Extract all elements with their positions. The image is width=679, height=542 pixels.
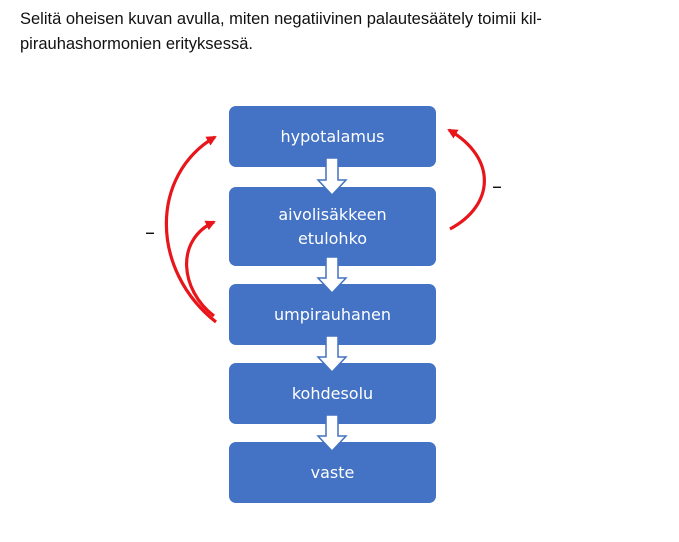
question-line-1: Selitä oheisen kuvan avulla, miten negat… <box>20 10 542 28</box>
flow-arrow-4 <box>316 414 348 453</box>
feedback-arrow-inner-left <box>185 220 216 318</box>
minus-sign-right: – <box>492 174 502 198</box>
question-text: Selitä oheisen kuvan avulla, miten negat… <box>20 7 670 57</box>
box-aivolisakkeen-label-1: aivolisäkkeen <box>278 204 387 224</box>
box-hypotalamus: hypotalamus <box>229 106 436 167</box>
box-vaste-label: vaste <box>310 462 355 482</box>
box-aivolisakkeen-label-2: etulohko <box>297 228 368 248</box>
flow-arrow-3 <box>316 335 348 374</box>
feedback-arrow-outer-left <box>164 135 217 324</box>
feedback-arrow-right <box>447 128 486 231</box>
box-umpirauhanen-label: umpirauhanen <box>274 304 391 324</box>
flow-arrow-1 <box>316 157 348 197</box>
box-umpirauhanen: umpirauhanen <box>229 284 436 345</box>
box-kohdesolu-label: kohdesolu <box>291 383 374 403</box>
flow-arrow-2 <box>316 256 348 295</box>
box-kohdesolu: kohdesolu <box>229 363 436 424</box>
box-aivolisakkeen-etulohko: aivolisäkkeen etulohko <box>229 187 436 266</box>
box-hypotalamus-label: hypotalamus <box>280 126 385 146</box>
question-line-2: pirauhashormonien erityksessä. <box>20 35 253 53</box>
minus-sign-left: – <box>145 220 155 244</box>
box-vaste: vaste <box>229 442 436 503</box>
